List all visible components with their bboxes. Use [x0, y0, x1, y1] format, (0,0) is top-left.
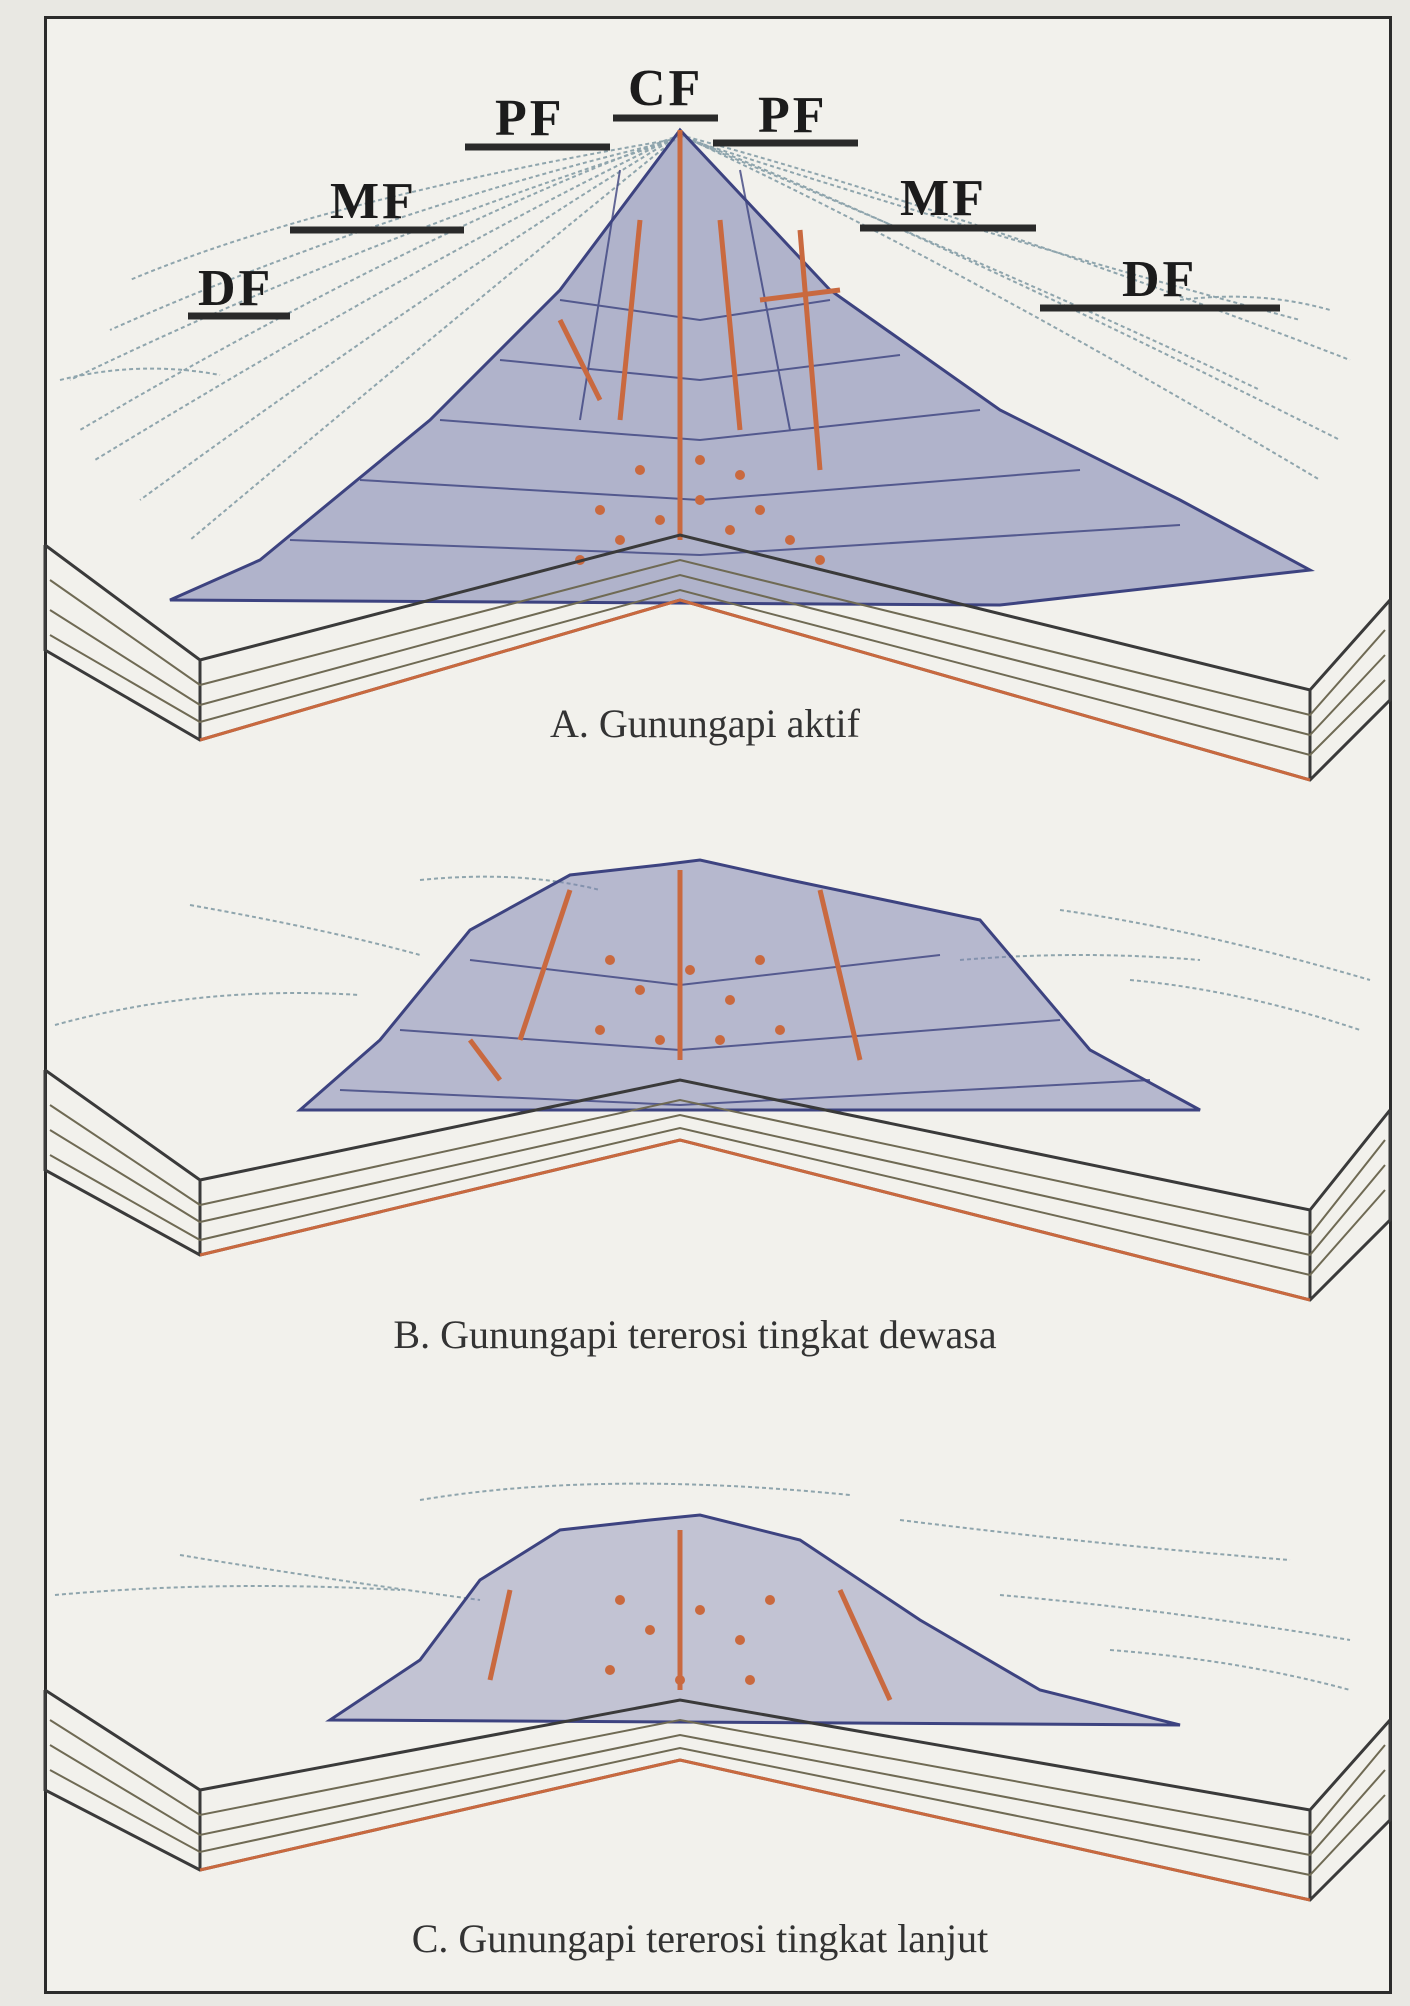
- caption-a: A. Gunungapi aktif: [550, 701, 861, 746]
- panel-c: [45, 1484, 1390, 1900]
- facies-label-pf-right: PF: [758, 87, 828, 144]
- facies-label-cf: CF: [628, 60, 703, 117]
- caption-c: C. Gunungapi tererosi tingkat lanjut: [412, 1916, 989, 1961]
- facies-label-df-right: DF: [1122, 251, 1197, 308]
- facies-label-mf-left: MF: [330, 173, 417, 230]
- caption-b: B. Gunungapi tererosi tingkat dewasa: [393, 1312, 996, 1357]
- facies-label-pf-left: PF: [495, 90, 565, 147]
- panel-c-strata: [50, 1720, 1385, 1875]
- facies-label-mf-right: MF: [900, 170, 987, 227]
- panel-b-base: [200, 1140, 1310, 1300]
- panel-a-base: [200, 600, 1310, 780]
- panel-a: [45, 130, 1390, 780]
- panel-b-strata: [50, 1100, 1385, 1275]
- panel-b: [45, 860, 1390, 1300]
- panel-c-volcano-layers: [330, 1515, 1180, 1725]
- facies-label-df-left: DF: [198, 260, 273, 317]
- panel-b-volcano-layers: [300, 860, 1200, 1110]
